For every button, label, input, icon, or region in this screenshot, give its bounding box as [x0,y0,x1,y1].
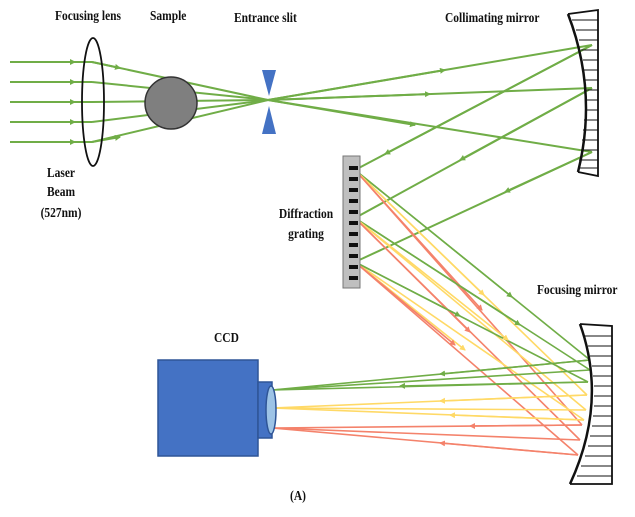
diffraction-grating [342,155,361,289]
label-laser-beam-3: (527nm) [40,206,82,221]
label-focusing-lens: Focusing lens [55,9,122,24]
focusing-mirror [568,323,613,485]
label-sample: Sample [150,9,187,24]
label-laser-beam-2: Beam [46,185,76,200]
label-diffraction-1: Diffraction [278,207,334,222]
laser-beams [10,59,92,145]
collimated-beams [354,44,593,263]
focusing-lens [81,37,105,167]
label-ccd: CCD [214,331,239,346]
ccd-body [157,359,259,457]
label-entrance-slit: Entrance slit [234,11,297,26]
label-diffraction-2: grating [288,227,324,242]
label-collimating-mirror: Collimating mirror [445,11,540,26]
collimating-mirror [566,8,599,178]
sample-sphere [144,76,198,130]
label-laser-beam-1: Laser [46,166,76,181]
entrance-slit [262,70,276,134]
ccd-camera [157,359,277,457]
label-focusing-mirror: Focusing mirror [537,283,618,298]
focused-beams [271,359,591,456]
label-panel: (A) [290,489,306,504]
diverging-beams [267,44,593,153]
ccd-lens [265,385,277,435]
